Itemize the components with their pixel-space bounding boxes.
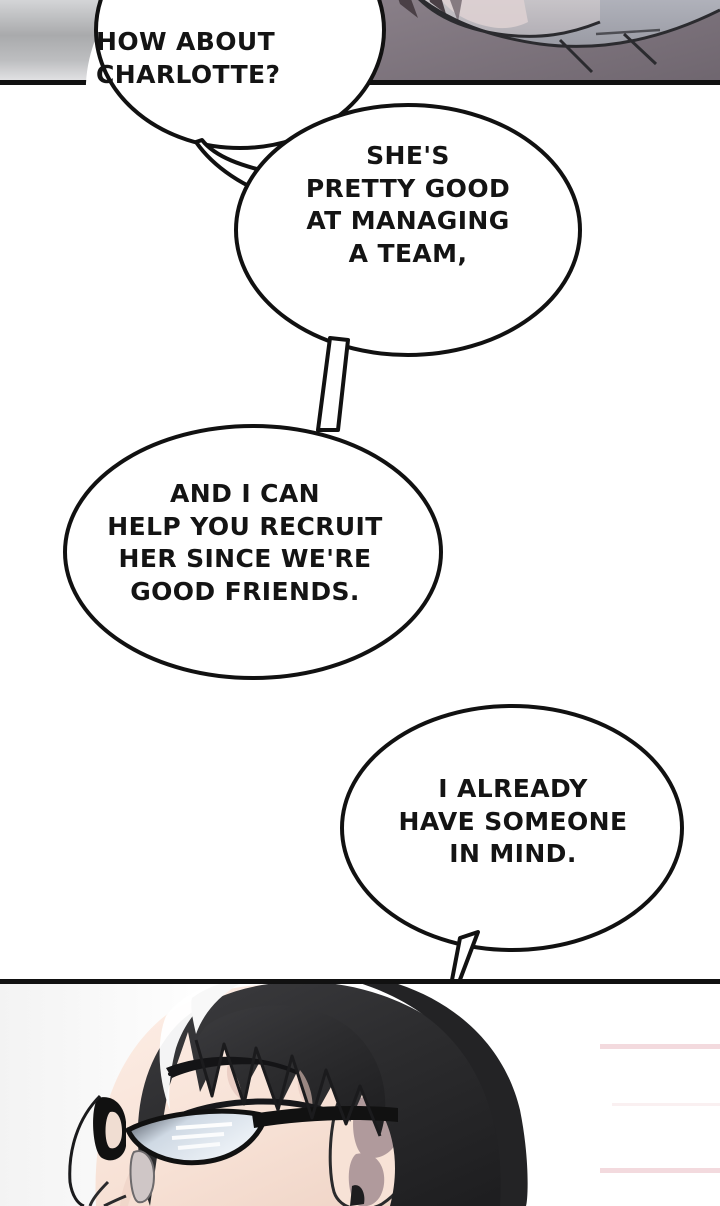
background-line-pink-2 — [600, 1168, 720, 1173]
background-line-pink-1 — [600, 1044, 720, 1049]
balloon-1 — [85, 0, 386, 198]
glasses — [68, 1094, 398, 1206]
balloon-2 — [234, 103, 582, 432]
balloon-3 — [63, 424, 443, 680]
bottom-panel-character — [0, 984, 720, 1206]
panel-divider-bottom — [0, 979, 720, 984]
background-line-pink-3 — [612, 1103, 720, 1106]
